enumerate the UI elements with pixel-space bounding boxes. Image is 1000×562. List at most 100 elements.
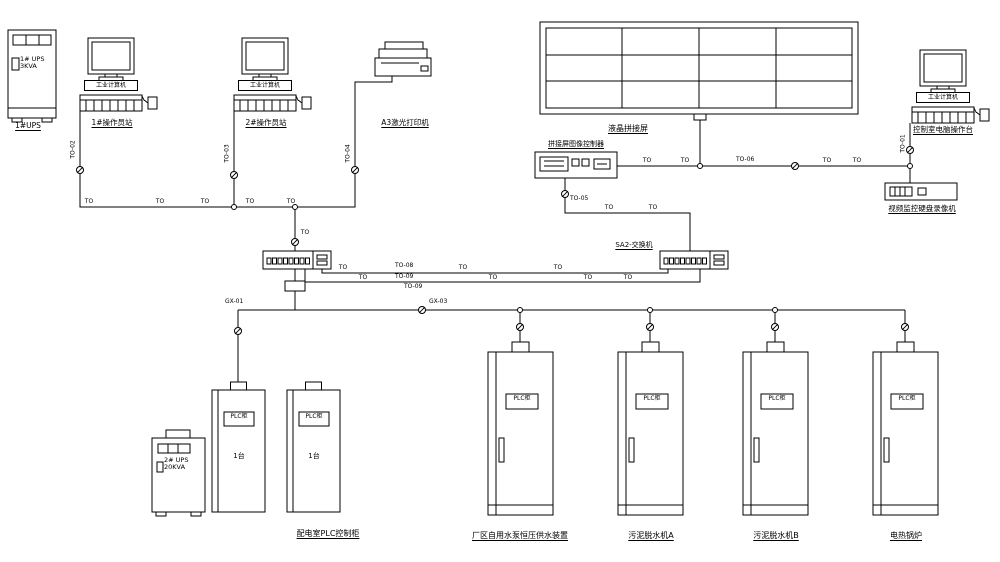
cable-marker bbox=[791, 162, 799, 170]
plc-cabinet-1 bbox=[211, 381, 266, 513]
wire-tag-to08: TO-08 bbox=[395, 262, 414, 269]
plc-cabinet2-count: 1台 bbox=[308, 452, 320, 460]
cable-marker bbox=[561, 190, 569, 198]
cable-marker bbox=[234, 327, 242, 335]
cabinet3-label: PLC柜 bbox=[513, 395, 531, 402]
keyboard bbox=[79, 94, 143, 112]
plc-group-caption: 配电室PLC控制柜 bbox=[296, 529, 360, 538]
wire-tag-to09: TO-09 bbox=[395, 273, 414, 280]
cabinet4-caption: 污泥脱水机A bbox=[628, 531, 674, 540]
keyboard bbox=[911, 106, 975, 124]
wire-label-to: TO bbox=[155, 198, 165, 205]
wire-tag-to05: TO-05 bbox=[570, 195, 589, 202]
wiring bbox=[79, 76, 911, 382]
cable-markers bbox=[76, 146, 914, 335]
engineer-caption: 控制室电脑操作台 bbox=[913, 125, 973, 134]
plc-cabinet-2 bbox=[286, 381, 341, 513]
cable-marker bbox=[291, 238, 299, 246]
wire-label-to: TO bbox=[458, 264, 468, 271]
wire-label-to: TO bbox=[84, 198, 94, 205]
wire-interswitch-a bbox=[321, 269, 669, 274]
wire-label-to: TO bbox=[604, 204, 614, 211]
station2-nameplate: 工业计算机 bbox=[238, 80, 292, 91]
ups1-label: 1# UPS 3KVA bbox=[20, 55, 45, 71]
field-cabinet-4 bbox=[617, 341, 684, 516]
field-cabinet-5 bbox=[742, 341, 809, 516]
videowall-caption: 液晶拼接屏 bbox=[608, 124, 648, 133]
field-cabinet-6 bbox=[872, 341, 939, 516]
controller-caption: 拼接屏图像控制器 bbox=[548, 140, 604, 148]
videowall-controller bbox=[534, 151, 618, 179]
nvr-recorder bbox=[884, 182, 958, 201]
station2-caption: 2#操作员站 bbox=[245, 118, 287, 127]
engineer-station bbox=[911, 49, 990, 124]
wire-label-to: TO bbox=[300, 229, 310, 236]
wire-tag-to06: TO-06 bbox=[736, 156, 755, 163]
ups2-cabinet bbox=[151, 429, 206, 517]
operator-station-1 bbox=[79, 37, 158, 112]
cable-marker bbox=[901, 323, 909, 331]
switch-2 bbox=[659, 250, 729, 270]
station1-nameplate: 工业计算机 bbox=[84, 80, 138, 91]
engineer-nameplate: 工业计算机 bbox=[916, 92, 970, 103]
wire-label-to: TO bbox=[583, 274, 593, 281]
video-wall bbox=[539, 21, 859, 121]
cable-marker bbox=[76, 166, 84, 174]
wire-label-to: TO bbox=[680, 157, 690, 164]
cabinet4-label: PLC柜 bbox=[643, 395, 661, 402]
cable-marker bbox=[230, 171, 238, 179]
monitor-screen bbox=[245, 41, 285, 71]
ups1-cabinet bbox=[7, 29, 57, 123]
cabinet5-caption: 污泥脱水机B bbox=[753, 531, 799, 540]
switch2-caption: SA2-交换机 bbox=[615, 241, 653, 249]
keyboard bbox=[233, 94, 297, 112]
monitor-screen bbox=[923, 53, 963, 83]
wire-label-to: TO bbox=[286, 198, 296, 205]
wire-label-to: TO bbox=[358, 274, 368, 281]
wire-label-to: TO bbox=[642, 157, 652, 164]
wire-tag-to02: TO-02 bbox=[69, 140, 77, 159]
wire-label-to: TO bbox=[623, 274, 633, 281]
wire-label-to: TO bbox=[852, 157, 862, 164]
wire-lan-left bbox=[79, 76, 393, 208]
operator-station-2 bbox=[233, 37, 312, 112]
wire-tag-to09b: TO-09 bbox=[404, 283, 423, 290]
wire-tag-to03: TO-03 bbox=[223, 144, 231, 163]
mouse bbox=[147, 96, 158, 110]
plc-cabinet1-label: PLC柜 bbox=[230, 413, 248, 420]
mouse bbox=[979, 108, 990, 122]
monitor-screen bbox=[91, 41, 131, 71]
cable-marker bbox=[646, 323, 654, 331]
wire-label-to: TO bbox=[338, 264, 348, 271]
wire-label-to: TO bbox=[488, 274, 498, 281]
wire-tag-gx01: GX-01 bbox=[225, 298, 244, 305]
laser-printer bbox=[374, 41, 432, 77]
cabinet6-caption: 电热锅炉 bbox=[890, 531, 922, 540]
wire-tag-gx03: GX-03 bbox=[429, 298, 448, 305]
cable-marker bbox=[516, 323, 524, 331]
cable-marker bbox=[906, 146, 914, 154]
wire-label-to: TO bbox=[553, 264, 563, 271]
junction-nodes bbox=[231, 163, 913, 313]
cabinet3-caption: 厂区自用水泵恒压供水装置 bbox=[472, 531, 568, 540]
ups2-label: 2# UPS 20KVA bbox=[164, 456, 189, 472]
wire-label-to: TO bbox=[245, 198, 255, 205]
wire-tag-to04: TO-04 bbox=[344, 144, 352, 163]
wire-label-to: TO bbox=[822, 157, 832, 164]
printer-caption: A3激光打印机 bbox=[381, 118, 429, 127]
switch-1 bbox=[262, 250, 332, 270]
cabinet5-label: PLC柜 bbox=[768, 395, 786, 402]
cable-marker bbox=[351, 166, 359, 174]
field-cabinet-3 bbox=[487, 341, 554, 516]
wire-tag-to01: TO-01 bbox=[899, 134, 907, 153]
ups1-caption: 1#UPS bbox=[15, 121, 41, 130]
wire-label-to: TO bbox=[648, 204, 658, 211]
plc-cabinet2-label: PLC柜 bbox=[305, 413, 323, 420]
cable-marker bbox=[418, 306, 426, 314]
wire-interswitch-b bbox=[304, 269, 701, 283]
nvr-caption: 视频监控硬盘录像机 bbox=[888, 204, 956, 213]
station1-caption: 1#操作员站 bbox=[91, 118, 133, 127]
cabinet6-label: PLC柜 bbox=[898, 395, 916, 402]
